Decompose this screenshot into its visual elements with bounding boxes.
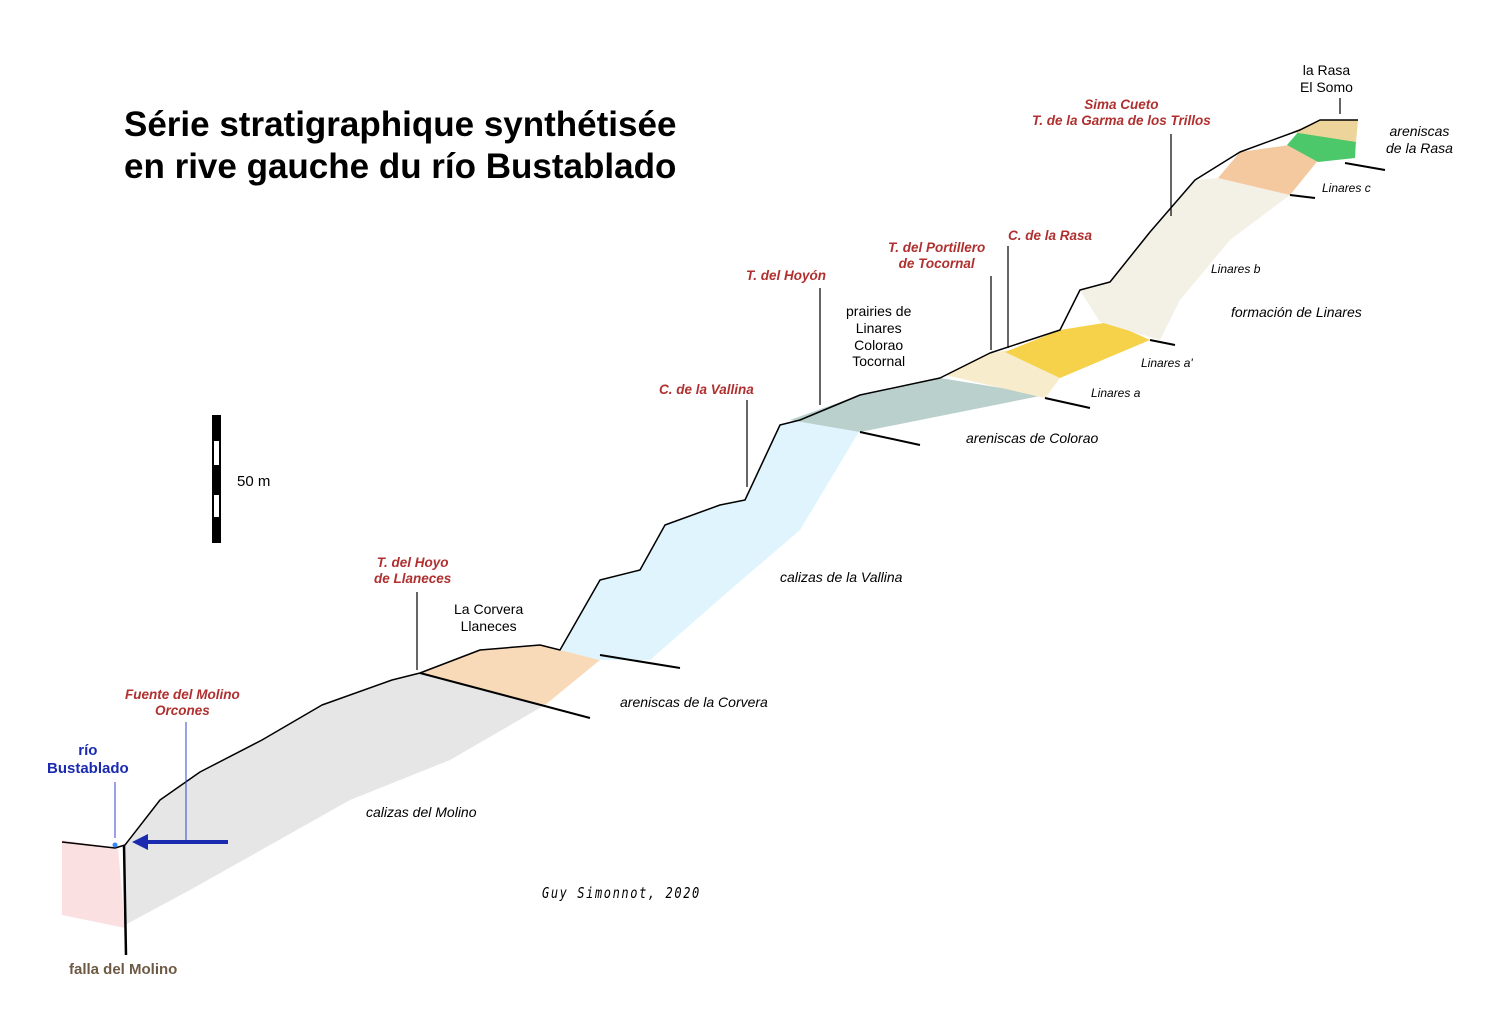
- formation-linares-b: Linares b: [1211, 262, 1261, 276]
- river-point: [112, 842, 118, 848]
- unit-linares-a-prime: [1005, 322, 1150, 378]
- author-signature: Guy Simonnot, 2020: [542, 884, 701, 902]
- spring-arrow-head: [132, 834, 148, 850]
- formation-calizas-vallina: calizas de la Vallina: [780, 569, 903, 585]
- contact-linares: [1149, 339, 1176, 346]
- scale-bar-label: 50 m: [237, 473, 271, 490]
- label-falla-del-molino: falla del Molino: [69, 961, 178, 978]
- unit-linares-c: [1218, 145, 1320, 195]
- formation-areniscas-colorao: areniscas de Colorao: [966, 430, 1099, 446]
- contact-corvera: [419, 672, 591, 719]
- fault-block: [62, 840, 125, 928]
- formation-areniscas-corvera: areniscas de la Corvera: [620, 694, 768, 710]
- formation-linares-a-prime: Linares a': [1141, 356, 1193, 370]
- label-t-del-hoyon: T. del Hoyón: [746, 268, 826, 283]
- label-c-de-la-vallina: C. de la Vallina: [659, 382, 754, 397]
- topographic-profile: [61, 119, 1358, 849]
- contact-rasa: [1344, 162, 1386, 171]
- formation-linares-c: Linares c: [1322, 181, 1371, 195]
- scale-bar: [212, 415, 221, 543]
- contact-linares-c: [1289, 194, 1316, 199]
- contact-vallina: [599, 654, 681, 669]
- unit-areniscas-corvera: [420, 645, 600, 705]
- unit-calizas-molino: [125, 673, 545, 925]
- falla-del-molino-line: [122, 844, 128, 956]
- formation-linares: formación de Linares: [1231, 304, 1362, 320]
- unit-areniscas-colorao: [790, 378, 1045, 432]
- formation-calizas-molino: calizas del Molino: [366, 804, 477, 820]
- contact-colorao: [859, 431, 921, 446]
- unit-formacion-linares: [1080, 175, 1290, 340]
- contact-linares-a: [1044, 397, 1091, 409]
- label-c-de-la-rasa: C. de la Rasa: [1008, 228, 1093, 243]
- formation-linares-a: Linares a: [1091, 386, 1141, 400]
- unit-calizas-vallina: [560, 420, 860, 660]
